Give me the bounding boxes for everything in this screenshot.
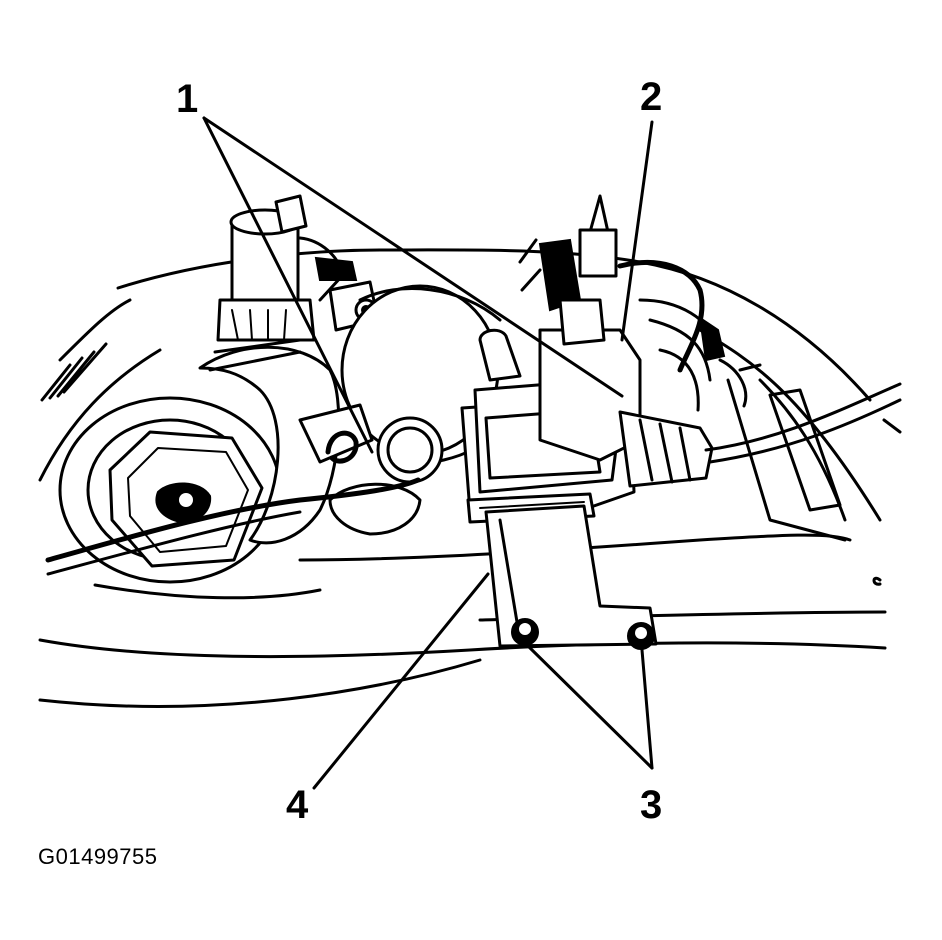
mounting-bracket	[484, 504, 658, 650]
callout-3: 3	[640, 783, 662, 827]
left-round-housing	[58, 338, 341, 584]
figure-id: G01499755	[38, 844, 158, 869]
leader-3b	[640, 648, 654, 770]
callout-4: 4	[286, 783, 309, 827]
wire-clip	[298, 403, 444, 536]
chassis-outline	[38, 248, 887, 708]
leader-3a	[526, 644, 654, 770]
callout-1: 1	[176, 77, 198, 121]
callout-2: 2	[640, 75, 662, 119]
cable	[45, 382, 902, 576]
leader-4	[312, 572, 490, 790]
connector-assembly	[518, 194, 762, 488]
leader-lines	[202, 116, 654, 790]
leader-2	[620, 120, 654, 342]
leader-1a	[202, 116, 374, 454]
leader-1b	[202, 116, 624, 398]
